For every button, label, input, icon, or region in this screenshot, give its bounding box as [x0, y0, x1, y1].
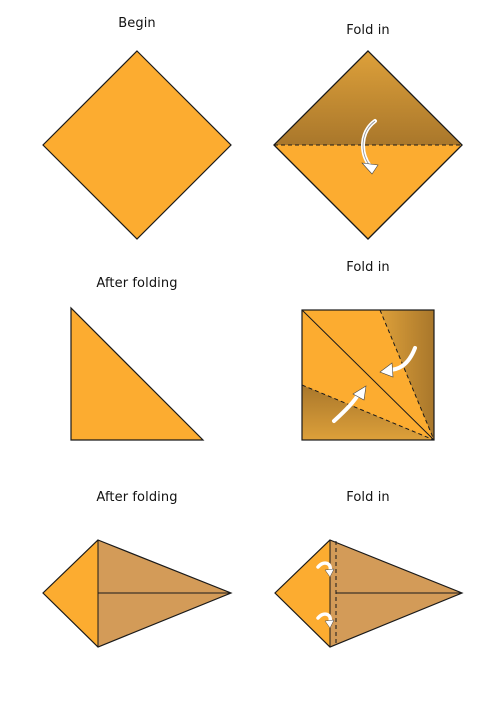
curved-fold-arrow-icon [332, 385, 367, 423]
top-flap-shading [275, 52, 461, 145]
curved-fold-arrow-icon [361, 119, 379, 175]
step-1-label: Begin [118, 16, 156, 31]
step-4-label: Fold in [346, 260, 390, 275]
step-6-label: Fold in [346, 490, 390, 505]
step-3-label: After folding [96, 276, 178, 291]
curved-fold-arrow-icon [316, 561, 335, 578]
dashed-fold-line-lower [301, 384, 435, 441]
step-5-label: After folding [96, 490, 178, 505]
curved-fold-arrow-icon [379, 346, 417, 378]
paper-square [42, 50, 232, 240]
dashed-fold-line-upper [379, 309, 435, 441]
folded-triangle [70, 306, 205, 441]
curved-fold-arrow-icon [316, 612, 335, 629]
kite-left-tip [275, 540, 330, 647]
diagonal-crease [301, 309, 435, 441]
kite-left-tip [43, 540, 98, 647]
step-2-label: Fold in [346, 23, 390, 38]
